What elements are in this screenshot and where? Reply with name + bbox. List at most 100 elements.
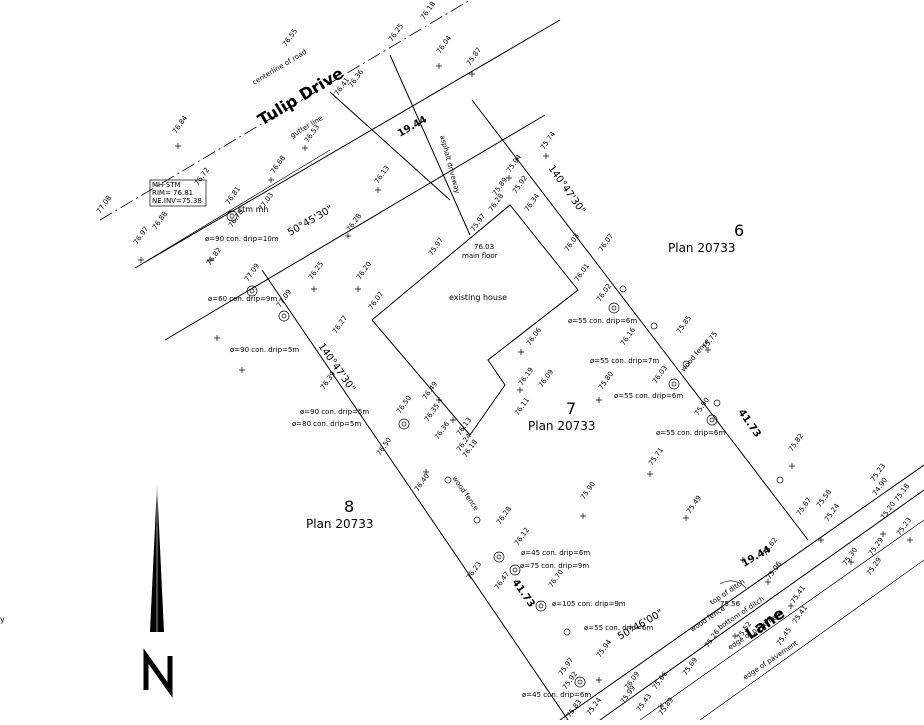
elev: 75.43 [635,692,653,713]
elev: 76.20 [355,260,373,281]
manhole-line2: RIM= 76.81 [152,189,193,197]
elev: 75.56 [720,600,741,608]
edge-mark: y [0,615,5,624]
driveway-label: asphalt driveway [438,134,461,194]
elev: 75.94 [595,638,613,659]
elev: 76.02 [595,282,613,303]
elev: 75.30 [841,546,859,567]
elev: 76.72 [193,166,211,187]
tree-label: ø=60 con. drip=9m [208,295,277,303]
elev: 75.41 [789,584,807,605]
tree-label: ø=75 con. drip=9m [520,562,589,570]
elev: 76.36 [433,420,451,441]
tree-label: ø=80 con. drip=5m [292,420,361,428]
tree-labels: ø=90 con. drip=10m ø=60 con. drip=9m ø=9… [205,235,725,699]
elev: 75.69 [681,656,699,677]
manhole-line1: MH-STM [152,181,181,189]
elev: 76.03 [563,232,581,253]
elev: 76.28 [495,505,513,526]
elev: 76.27 [331,314,349,335]
fence-label-left: wood fence [450,475,480,513]
tree-label: ø=45 con. drip=6m [521,549,590,557]
elev: 75.97 [469,212,487,233]
house-side-wall [371,319,471,436]
elev: 76.35 [423,402,441,423]
elev: 75.80 [597,370,615,391]
elev: 76.25 [387,22,405,43]
edge-pavement-label-2: edge of pavement [742,639,800,682]
elev: 76.19 [517,366,535,387]
lane-pavement-edge-1 [639,519,924,721]
depth-left: 41.73 [510,577,537,609]
elev: 76.40 [413,472,431,493]
elev: 76.81 [224,185,242,206]
elev: 75.87 [465,46,483,67]
tree-label: ø=105 con. drip=9m [552,600,626,608]
lot8-number: 8 [344,497,354,516]
elev: 75.71 [647,446,665,467]
elev: 77.09 [275,288,293,309]
spot-elevations: 77.08 76.97 76.88 76.84 76.72 76.81 76.7… [95,0,913,719]
bearing-front: 50°45'30" [286,204,335,239]
tree-label: ø=55 con. drip=6m [584,624,653,632]
elev: 76.28 [345,212,363,233]
lot7-plan: Plan 20733 [528,419,596,433]
lane-pavement-edge-2 [699,559,924,721]
lot6-number: 6 [734,221,744,240]
ditch-arc [719,580,747,589]
property-front-line [164,114,546,341]
main-floor-label: main floor [462,252,498,260]
elev: 76.84 [171,114,189,135]
elev: 76.12 [513,526,531,547]
tree-label: ø=90 con. drip=5m [230,346,299,354]
elev: 76.82 [205,246,223,267]
lane-line-1 [559,464,924,721]
elev: 76.25 [307,260,325,281]
tree-label: ø=90 con. drip=5m [300,408,369,416]
elev: 76.47 [493,570,511,591]
elev: 76.36 [347,68,365,89]
elev: 76.97 [132,225,150,246]
lot7-number: 7 [566,399,576,418]
lane-line-2 [599,489,924,721]
elev: 75.06 [765,560,783,581]
tree-label: ø=55 con. drip=6m [614,392,683,400]
gutter-line [144,149,331,263]
elev: 76.13 [373,164,391,185]
elev: 75.82 [787,432,805,453]
elev: 76.28 [487,192,505,213]
tree-label: ø=90 con. drip=10m [205,235,279,243]
elev: 75.85 [675,314,693,335]
depth-right: 41.73 [736,407,763,439]
elev: 76.07 [597,232,615,253]
elev: 75.89 [657,696,675,717]
existing-house-outline [371,204,579,436]
elev: 76.01 [573,262,591,283]
existing-house-label: existing house [449,293,507,302]
elev: 76.50 [395,394,413,415]
elev: 76.68 [269,154,287,175]
elev: 75.90 [579,480,597,501]
tree-symbols [226,210,718,688]
elev: 76.03 [651,364,669,385]
elev: 75.74 [539,130,557,151]
tree-label: ø=55 con. drip=6m [656,429,725,437]
elev: 75.90 [693,396,711,417]
elev: 76.18 [419,0,437,21]
elev: 75.49 [685,494,703,515]
lot-line-right [471,99,809,541]
manhole-label: stm mh [238,205,269,214]
elev: 76.11 [513,396,531,417]
elev: 76.70 [547,568,565,589]
elev: 75.99 [619,684,637,705]
front-width: 19.44 [396,114,429,139]
lot6-plan: Plan 20733 [668,241,736,255]
elev: 76.09 [537,368,555,389]
elev: 77.08 [95,194,113,215]
elev: 75.24 [823,502,841,523]
elev: 75.41 [791,604,809,625]
elev: 76.16 [619,326,637,347]
driveway-edge-left [389,54,471,236]
